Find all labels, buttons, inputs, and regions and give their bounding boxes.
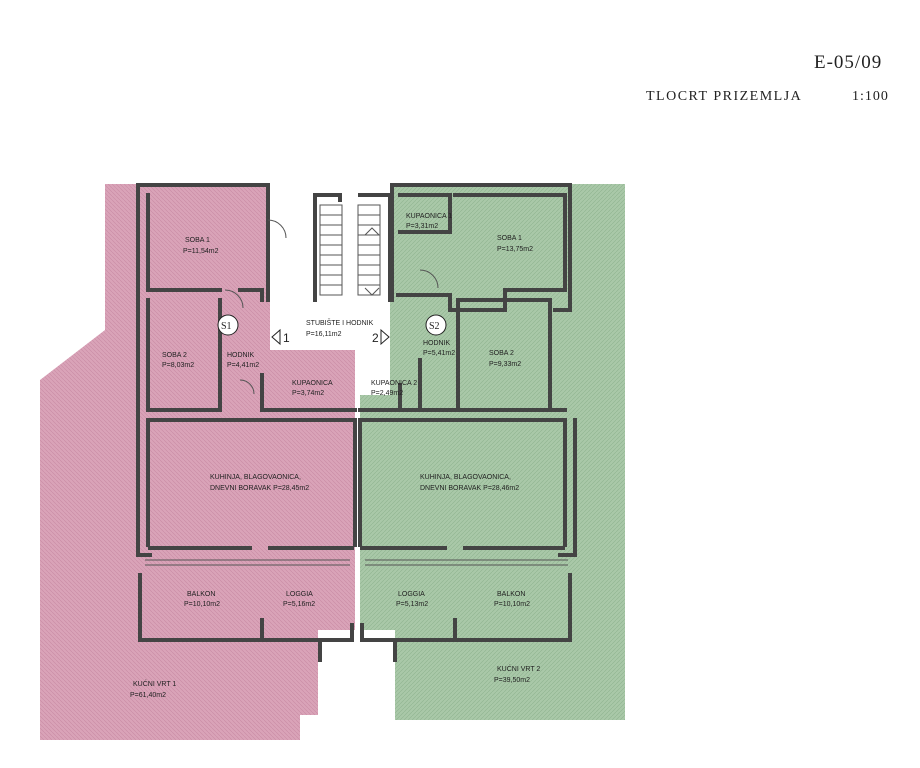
u1-vrt-name: KUĆNI VRT 1: [133, 679, 176, 688]
unit2-area: [360, 184, 625, 720]
unit1-interior-walls: [146, 193, 357, 547]
u2-soba2-area: P=9,33m2: [489, 361, 521, 368]
unit2-balcony-rail: [365, 559, 568, 566]
u1-hodnik-area: P=4,41m2: [227, 362, 259, 369]
u2-kupaonica1-name: KUPAONICA 1: [406, 213, 452, 220]
u2-loggia-area: P=5,13m2: [396, 601, 428, 608]
u1-soba1-name: SOBA 1: [185, 237, 210, 244]
u2-hodnik-area: P=5,41m2: [423, 350, 455, 357]
svg-text:S1: S1: [221, 321, 232, 332]
unit1-balcony-walls: [138, 546, 354, 662]
entrance-marker-2: 2: [372, 328, 390, 346]
u1-soba2-name: SOBA 2: [162, 352, 187, 359]
u1-soba1-area: P=11,54m2: [183, 248, 219, 255]
u1-soba2-area: P=8,03m2: [162, 362, 194, 369]
unit1-marker: S1: [217, 314, 239, 336]
u2-vrt-area: P=39,50m2: [494, 677, 530, 684]
u2-kuhinja-line2: DNEVNI BORAVAK P=28,46m2: [420, 485, 519, 492]
u2-balkon-name: BALKON: [497, 591, 525, 598]
u2-balkon-area: P=10,10m2: [494, 601, 530, 608]
entrance-1-label: 1: [283, 331, 290, 345]
u1-balkon-name: BALKON: [187, 591, 215, 598]
door-swing-3: [419, 269, 439, 289]
svg-text:S2: S2: [429, 321, 440, 332]
u2-soba2-name: SOBA 2: [489, 350, 514, 357]
unit2-interior-walls: [358, 193, 567, 547]
entrance-2-label: 2: [372, 331, 379, 345]
unit1-exterior-wall: [136, 183, 270, 557]
u1-hodnik-name: HODNIK: [227, 352, 255, 359]
u2-kupaonica2-area: P=2,49m2: [371, 390, 403, 397]
unit2-marker: S2: [425, 314, 447, 336]
u2-kuhinja-line1: KUHINJA, BLAGOVAONICA,: [420, 474, 511, 481]
door-swing-4: [239, 379, 255, 395]
u1-loggia-name: LOGGIA: [286, 591, 313, 598]
u1-kupaonica-area: P=3,74m2: [292, 390, 324, 397]
stair-walls: [313, 193, 392, 302]
stairs-area: P=16,11m2: [306, 331, 342, 338]
u1-loggia-area: P=5,16m2: [283, 601, 315, 608]
staircase: [319, 204, 381, 296]
drawing-scale: 1:100: [852, 89, 889, 104]
stairs-name: STUBIŠTE I HODNIK: [306, 318, 374, 327]
u1-kuhinja-line2: DNEVNI BORAVAK P=28,45m2: [210, 485, 309, 492]
unit2-balcony-walls: [360, 546, 572, 662]
unit1-balcony-rail: [145, 559, 350, 566]
drawing-id: E-05/09: [814, 52, 883, 73]
u2-vrt-name: KUĆNI VRT 2: [497, 664, 540, 673]
door-swing-1: [267, 219, 287, 239]
u1-kupaonica-name: KUPAONICA: [292, 380, 333, 387]
u2-kupaonica1-area: P=3,31m2: [406, 223, 438, 230]
u1-balkon-area: P=10,10m2: [184, 601, 220, 608]
u2-soba1-area: P=13,75m2: [497, 246, 533, 253]
door-swing-2: [224, 289, 244, 309]
u2-loggia-name: LOGGIA: [398, 591, 425, 598]
u1-kuhinja-line1: KUHINJA, BLAGOVAONICA,: [210, 474, 301, 481]
entrance-marker-1: 1: [271, 328, 290, 346]
u1-vrt-area: P=61,40m2: [130, 692, 166, 699]
drawing-title: TLOCRT PRIZEMLJA: [646, 89, 803, 104]
u2-kupaonica2-name: KUPAONICA 2: [371, 380, 417, 387]
u2-hodnik-name: HODNIK: [423, 340, 451, 347]
u2-soba1-name: SOBA 1: [497, 235, 522, 242]
